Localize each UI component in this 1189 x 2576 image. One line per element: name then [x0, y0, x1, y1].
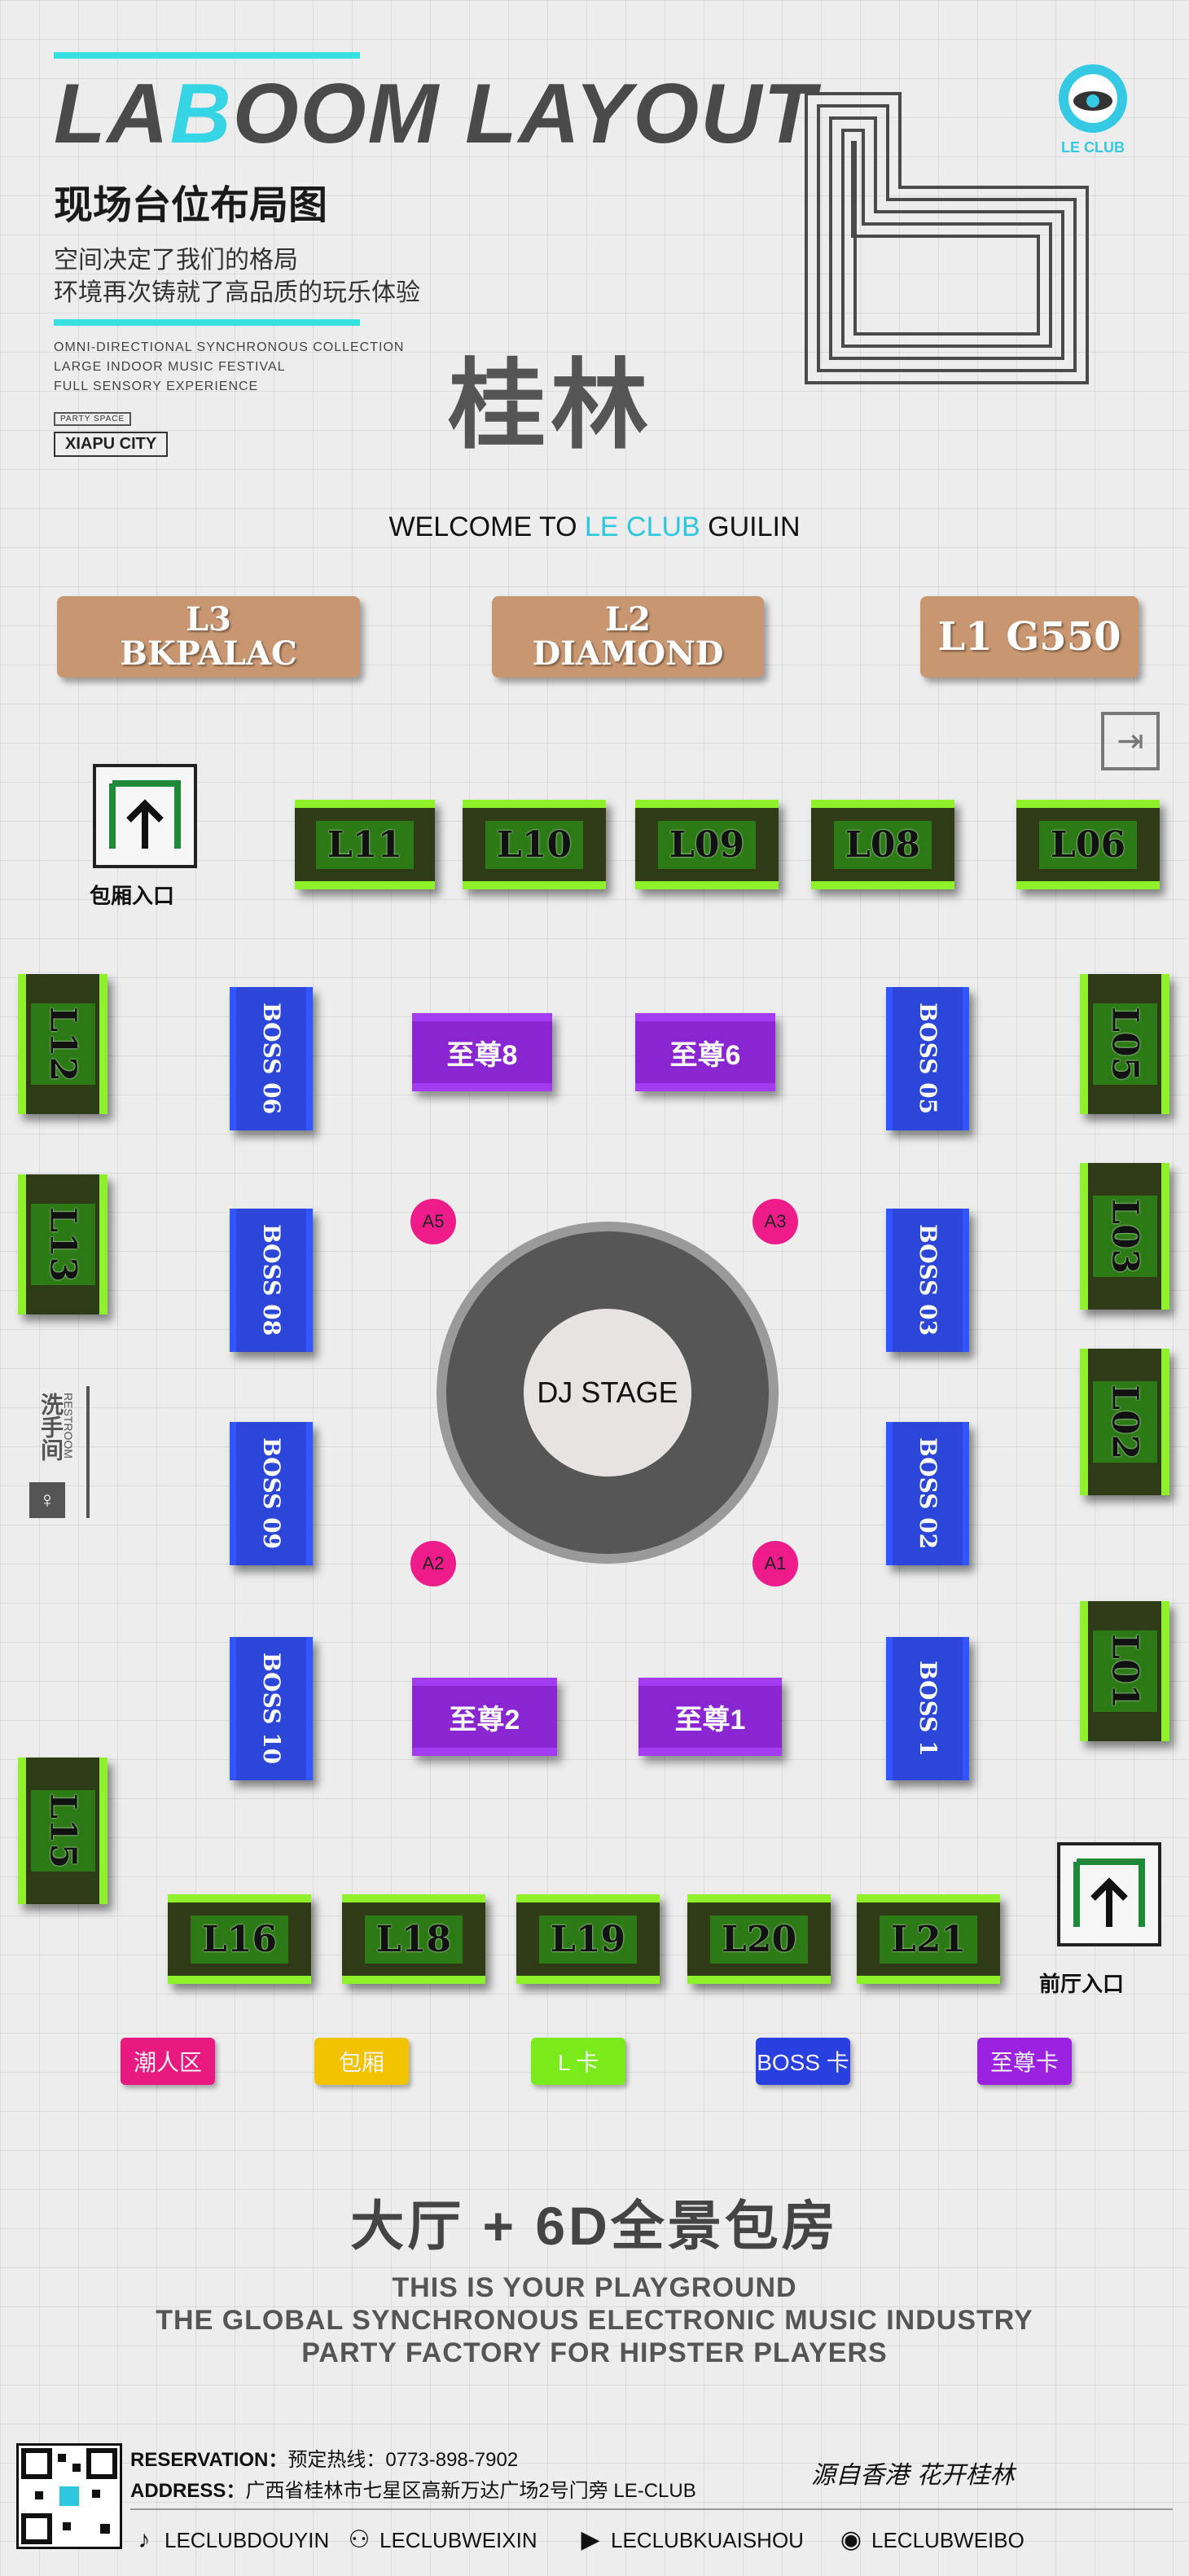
table-l03[interactable]: L03	[1080, 1163, 1169, 1310]
table-l01[interactable]: L01	[1080, 1601, 1169, 1741]
table-l13[interactable]: L13	[18, 1174, 107, 1314]
front-entrance-label: 前厅入口	[1039, 1972, 1125, 1996]
promo-line-2: THE GLOBAL SYNCHRONOUS ELECTRONIC MUSIC …	[156, 2305, 1033, 2336]
dj-stage[interactable]: DJ STAGE	[437, 1222, 779, 1564]
boss-10[interactable]: BOSS 10	[230, 1637, 313, 1780]
table-l16[interactable]: L16	[168, 1894, 311, 1984]
supreme-1[interactable]: 至尊1	[638, 1678, 782, 1756]
table-l15[interactable]: L15	[18, 1758, 107, 1904]
boss-1[interactable]: BOSS 1	[886, 1637, 969, 1780]
table-l20[interactable]: L20	[687, 1894, 831, 1984]
boss-09[interactable]: BOSS 09	[230, 1422, 313, 1565]
legend-l-card: L 卡	[531, 2038, 625, 2085]
supreme-6[interactable]: 至尊6	[635, 1013, 775, 1091]
weixin-handle[interactable]: ⚇LECLUBWEIXIN	[345, 2526, 537, 2554]
promo-headline: 大厅 + 6D全景包房	[350, 2196, 839, 2256]
restroom-label-en: RESTROOM	[62, 1393, 75, 1459]
qr-code	[16, 2443, 122, 2549]
boss-08[interactable]: BOSS 08	[230, 1209, 313, 1352]
promo-line-3: PARTY FACTORY FOR HIPSTER PLAYERS	[301, 2337, 888, 2368]
table-l21[interactable]: L21	[857, 1894, 1000, 1984]
boss-03[interactable]: BOSS 03	[886, 1209, 969, 1352]
douyin-handle[interactable]: ♪LECLUBDOUYIN	[130, 2526, 330, 2554]
vip-entrance-icon	[93, 764, 197, 868]
supreme-2[interactable]: 至尊2	[412, 1678, 557, 1756]
boss-02[interactable]: BOSS 02	[886, 1422, 969, 1565]
table-l19[interactable]: L19	[516, 1894, 660, 1984]
spot-a1[interactable]: A1	[752, 1541, 798, 1586]
table-l06[interactable]: L06	[1016, 800, 1160, 889]
desc-line-2: 环境再次铸就了高品质的玩乐体验	[54, 279, 420, 306]
restroom-label-cn: 洗手间	[38, 1393, 64, 1461]
front-entrance-icon	[1057, 1842, 1161, 1946]
table-l09[interactable]: L09	[635, 800, 779, 889]
dj-stage-label: DJ STAGE	[537, 1376, 678, 1409]
kuaishou-icon: ▶	[581, 2526, 600, 2553]
supreme-8[interactable]: 至尊8	[412, 1013, 552, 1091]
table-l18[interactable]: L18	[342, 1894, 485, 1984]
spot-a2[interactable]: A2	[410, 1541, 456, 1586]
table-l02[interactable]: L02	[1080, 1349, 1169, 1495]
reservation-line: RESERVATION：预定热线：0773-898-7902	[130, 2449, 519, 2471]
exit-icon: ⇥	[1101, 712, 1160, 770]
calligraphy-title: 桂林	[448, 348, 653, 463]
spot-a5[interactable]: A5	[410, 1199, 456, 1244]
legend-supreme-card: 至尊卡	[977, 2038, 1072, 2085]
header-top-bar	[54, 52, 360, 59]
table-l05[interactable]: L05	[1080, 974, 1169, 1114]
welcome-text: WELCOME TO LE CLUB GUILIN	[388, 511, 801, 542]
page-title: LABOOM LAYOUT	[54, 67, 817, 161]
en-line-1: OMNI-DIRECTIONAL SYNCHRONOUS COLLECTION	[54, 340, 405, 354]
boss-05[interactable]: BOSS 05	[886, 987, 969, 1130]
spot-a3[interactable]: A3	[752, 1199, 798, 1244]
legend-boss-card: BOSS 卡	[756, 2038, 850, 2085]
boss-06[interactable]: BOSS 06	[230, 987, 313, 1130]
en-line-3: FULL SENSORY EXPERIENCE	[54, 380, 259, 393]
logo-text: LE CLUB	[1061, 139, 1125, 156]
header-bottom-bar	[54, 319, 360, 326]
douyin-icon: ♪	[138, 2526, 151, 2553]
maze-graphic	[805, 92, 1089, 384]
legend-trend-zone: 潮人区	[121, 2038, 215, 2085]
en-line-2: LARGE INDOOR MUSIC FESTIVAL	[54, 360, 286, 374]
desc-line-1: 空间决定了我们的格局	[54, 247, 298, 274]
table-l11[interactable]: L11	[295, 800, 435, 889]
weixin-icon: ⚇	[348, 2526, 371, 2553]
legend-private-room: 包厢	[314, 2038, 409, 2085]
kuaishou-handle[interactable]: ▶LECLUBKUAISHOU	[577, 2526, 804, 2554]
slogan: 源自香港 花开桂林	[811, 2461, 1015, 2490]
promo-line-1: THIS IS YOUR PLAYGROUND	[392, 2272, 797, 2303]
restroom-sign: ♀ 洗手间 RESTROOM	[29, 1386, 94, 1525]
city-tag: XIAPU CITY	[54, 432, 169, 457]
vip-entrance-label: 包厢入口	[90, 884, 175, 908]
address-line: ADDRESS：广西省桂林市七星区高新万达广场2号门旁 LE-CLUB	[130, 2480, 696, 2502]
weibo-handle[interactable]: ◉LECLUBWEIBO	[837, 2526, 1024, 2554]
table-l08[interactable]: L08	[811, 800, 954, 889]
table-l12[interactable]: L12	[18, 974, 107, 1114]
weibo-icon: ◉	[840, 2526, 862, 2553]
page-subtitle: 现场台位布局图	[54, 184, 328, 227]
table-l10[interactable]: L10	[463, 800, 606, 889]
level-l1[interactable]: L1 G550	[920, 596, 1139, 678]
party-space-tag: PARTY SPACE	[54, 412, 132, 426]
eye-icon	[1059, 64, 1127, 133]
footer-divider	[130, 2508, 1173, 2510]
club-logo: LE CLUB	[1044, 62, 1142, 168]
restroom-icon: ♀	[29, 1482, 65, 1518]
